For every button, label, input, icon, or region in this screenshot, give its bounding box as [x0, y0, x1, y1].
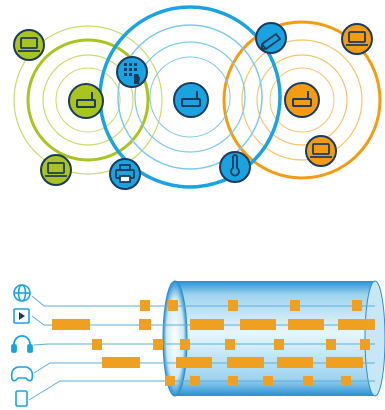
orange-network-rings	[222, 20, 382, 180]
packet	[176, 357, 212, 368]
green-laptop-device-top	[13, 29, 45, 61]
packet	[288, 319, 324, 330]
router-icon	[292, 91, 312, 107]
packet	[140, 300, 150, 311]
blue-keypad-device	[116, 56, 148, 88]
blue-printer-device	[109, 158, 141, 190]
packet	[263, 376, 273, 386]
packet	[225, 339, 235, 350]
flow-line-3	[33, 343, 375, 346]
green-laptop-device-bottom	[40, 154, 72, 186]
flow-line-4	[33, 362, 375, 374]
packet	[360, 339, 370, 350]
packet	[102, 357, 140, 368]
blue-thermometer-device	[219, 151, 251, 183]
packet	[190, 319, 224, 330]
wifi-coverage-diagram	[13, 5, 382, 190]
camera-icon	[260, 32, 282, 51]
packets	[52, 300, 375, 386]
headphones-icon	[11, 335, 33, 353]
packet	[303, 376, 313, 386]
orange-access-point	[284, 82, 320, 118]
packet	[180, 339, 190, 350]
packet	[326, 339, 336, 350]
router-icon	[181, 91, 201, 107]
router-icon	[76, 92, 96, 108]
packet	[274, 339, 284, 350]
packet	[341, 376, 351, 386]
orange-laptop-device-bottom	[305, 135, 337, 167]
packet	[92, 339, 102, 350]
packet	[290, 300, 300, 311]
green-network-rings	[13, 25, 163, 175]
packet	[227, 357, 264, 368]
packet	[168, 300, 178, 311]
packet	[228, 376, 238, 386]
orange-laptop-device-top	[341, 23, 373, 55]
blue-camera-device	[255, 22, 287, 54]
blue-access-point	[173, 82, 209, 118]
globe-icon	[13, 284, 31, 302]
keypad-icon	[124, 63, 140, 84]
packet	[277, 357, 313, 368]
laptop-icon	[346, 31, 368, 46]
packet	[240, 319, 276, 330]
laptop-icon	[45, 162, 67, 177]
gamepad-icon	[10, 366, 34, 382]
packet	[228, 300, 238, 311]
video-play-icon	[13, 308, 30, 324]
packet	[190, 376, 200, 386]
traffic-flow-diagram	[10, 280, 385, 407]
thermometer-icon	[230, 154, 240, 177]
packet	[52, 319, 90, 330]
packet	[338, 319, 375, 330]
packet	[139, 319, 151, 330]
packet	[153, 339, 163, 350]
tablet-icon	[15, 390, 28, 407]
laptop-icon	[18, 37, 40, 52]
packet	[352, 300, 362, 311]
packet	[326, 357, 363, 368]
printer-icon	[115, 164, 135, 183]
laptop-icon	[310, 143, 332, 158]
flow-line-1	[31, 295, 375, 307]
packet	[165, 376, 175, 386]
green-access-point	[68, 83, 104, 119]
